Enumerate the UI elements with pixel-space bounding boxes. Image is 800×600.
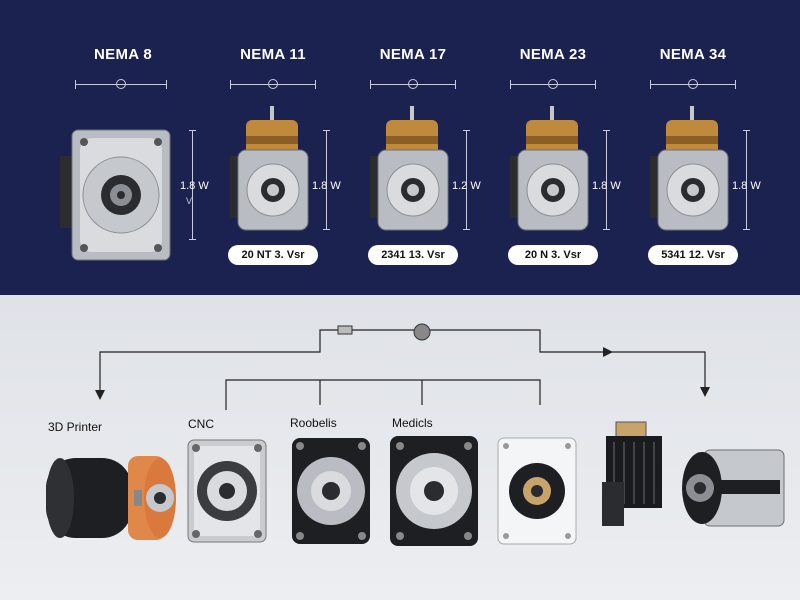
height-dimension-nema11: [323, 130, 330, 230]
motor-label-nema23: NEMA 23: [519, 46, 587, 63]
width-dimension-nema17: [370, 79, 456, 89]
width-dimension-nema34: [650, 79, 736, 89]
stepper-motor-nema23: [510, 106, 589, 231]
height-dimension-nema23: [603, 130, 610, 230]
motor-label-nema11: NEMA 11: [240, 46, 306, 63]
stepper-motor-nema11: [230, 106, 309, 231]
stepper-motor-nema8: [60, 129, 171, 261]
motor-label-nema34: NEMA 34: [659, 46, 727, 63]
application-label-medical: Medicls: [392, 416, 433, 430]
printer-motor-image: [46, 456, 176, 540]
application-label-robotics: Roobelis: [290, 416, 337, 430]
spec-pill-nema23: 20 N 3. Vsr: [508, 245, 598, 265]
power-label-nema11: 1.8 W: [312, 180, 341, 192]
spec-pill-nema11: 20 NT 3. Vsr: [228, 245, 318, 265]
servo-drive-image: [602, 421, 662, 526]
cnc-motor-image: [187, 439, 267, 543]
medical-motor-image: [390, 436, 478, 546]
height-dimension-nema34: [743, 130, 750, 230]
height-dimension-nema8: [189, 130, 196, 240]
motor-label-nema8: NEMA 8: [94, 46, 152, 63]
height-dimension-nema17: [463, 130, 470, 230]
width-dimension-nema8: [75, 79, 167, 89]
width-dimension-nema23: [510, 79, 596, 89]
power-label-nema34: 1.8 W: [732, 180, 761, 192]
width-dimension-nema11: [230, 79, 316, 89]
motor-label-nema17: NEMA 17: [379, 46, 447, 63]
power-label-nema17: 1.2 W: [452, 180, 481, 192]
stepper-motor-nema34: [650, 106, 729, 231]
robotics-motor-image: [292, 438, 370, 544]
power-label-nema23: 1.8 W: [592, 180, 621, 192]
spec-pill-nema34: 5341 12. Vsr: [648, 245, 738, 265]
stepper-motor-nema17: [370, 106, 449, 231]
power-sublabel-nema8: V: [186, 196, 193, 206]
application-label-cnc: CNC: [188, 417, 214, 431]
application-label-3d-printer: 3D Printer: [48, 420, 103, 434]
medical-device-plate-image: [497, 437, 577, 545]
power-label-nema8: 1.8 W: [180, 180, 209, 192]
spec-pill-nema17: 2341 13. Vsr: [368, 245, 458, 265]
gear-motor-image: [682, 449, 785, 527]
